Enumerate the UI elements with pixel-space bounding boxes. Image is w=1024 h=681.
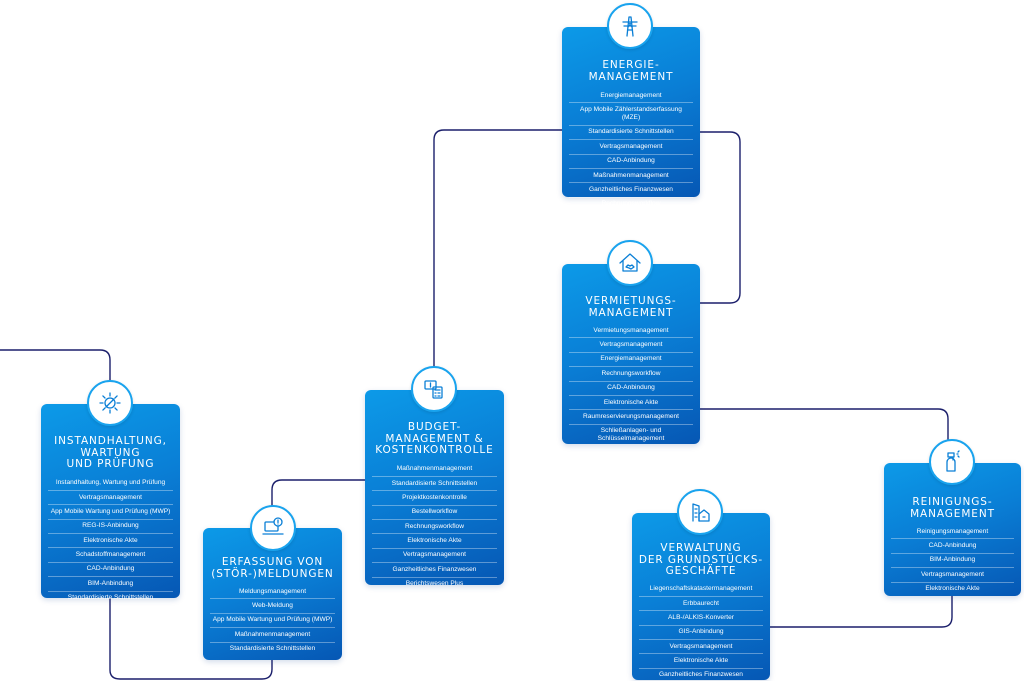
list-item: Erbbaurecht [639,597,763,612]
list-item: Elektronische Akte [569,396,693,411]
list-item: BIM-Anbindung [891,554,1014,569]
list-item: Elektronische Akte [925,585,980,593]
list-item: Energiemanagement [569,353,693,368]
list-item: CAD-Anbindung [569,155,693,169]
card-title: VERMIETUNGS- MANAGEMENT [585,295,677,319]
list-item: Reinigungsmanagement [891,525,1014,540]
list-item: Vertragsmanagement [639,640,763,655]
money-calculator-icon [411,366,457,412]
list-item: Liegenschaftskatastermanagement [639,583,763,597]
list-item: Ganzheitliches Finanzwesen [372,563,497,578]
card-budget: BUDGET- MANAGEMENT & KOSTENKONTROLLE Maß… [365,390,504,587]
card-reinigung: REINIGUNGS- MANAGEMENT Reinigungsmanagem… [884,463,1021,596]
item-list: Reinigungsmanagement CAD-Anbindung BIM-A… [891,525,1014,596]
list-item: GIS-Anbindung [639,626,763,640]
list-item: Schadstoffmanagement [48,548,173,563]
list-item: Web-Meldung [210,599,335,614]
list-item: Rechnungsworkflow [372,520,497,535]
item-list: Liegenschaftskatastermanagement Erbbaure… [639,583,763,681]
list-item: Vertragsmanagement [891,568,1014,583]
list-item: Standardisierte Schnittstellen [372,477,497,492]
card-title: VERWALTUNG DER GRUNDSTÜCKS- GESCHÄFTE [638,542,764,577]
card-title: INSTANDHALTUNG, WARTUNG UND PRÜFUNG [54,435,167,470]
list-item: CAD-Anbindung [569,382,693,396]
list-item: Standardisierte Schnittstellen [569,126,693,141]
list-item: Meldungsmanagement [210,585,335,600]
list-item: Vermietungsmanagement [569,324,693,339]
list-item: BIM-Anbindung [48,577,173,592]
item-list: Energiemanagement App Mobile Zählerstand… [569,89,693,211]
card-title: ERFASSUNG VON (STÖR-)MELDUNGEN [211,556,334,580]
item-list: Instandhaltung, Wartung und Prüfung Vert… [48,477,173,605]
list-item: Rechnungsworkflow [569,367,693,382]
power-tower-icon [607,3,653,49]
card-title: REINIGUNGS- MANAGEMENT [910,496,995,520]
card-instandhaltung: INSTANDHALTUNG, WARTUNG UND PRÜFUNG Inst… [41,404,180,601]
list-item: Vertragsmanagement [569,140,693,155]
spray-bottle-icon [929,439,975,485]
house-handshake-icon [607,240,653,286]
list-item: CAD-Anbindung [891,539,1014,554]
list-item: Instandhaltung, Wartung und Prüfung [48,477,173,491]
list-item: Maßnahmenmanagement [210,628,335,643]
gear-wrench-icon [87,380,133,426]
list-item: Elektronische Akte [48,534,173,549]
list-item: Projektkostenkontrolle [372,491,497,506]
list-item: Maßnahmenmanagement [569,169,693,184]
connector-erfassung-to-budget [271,479,365,528]
list-item: REG-IS-Anbindung [48,520,173,534]
buildings-icon [677,489,723,535]
list-item: Standardisierte Schnittstellen [229,645,316,653]
list-item: Energiemanagement [569,89,693,104]
list-item: Standardisierte Schnittstellen [67,594,154,602]
list-item: Maßnahmenmanagement [372,463,497,477]
list-item: Vertragsmanagement [569,338,693,353]
list-item: Raumreservierungsmanagement [569,410,693,425]
connector-energie-to-vermietung [700,131,741,304]
list-item: CAD-Anbindung [48,563,173,578]
card-title: BUDGET- MANAGEMENT & KOSTENKONTROLLE [375,421,494,456]
item-list: Maßnahmenmanagement Standardisierte Schn… [372,463,497,591]
connector-instandhaltung-to-erfassung [109,598,273,680]
connector-left-edge-to-instandhaltung [0,349,111,404]
card-erfassung: ERFASSUNG VON (STÖR-)MELDUNGEN Meldungsm… [203,528,342,660]
list-item: Ganzheitliches Finanzwesen [659,671,743,679]
list-item: Vertragsmanagement [48,491,173,506]
connector-reinigung-to-verwaltung [770,596,953,628]
list-item: Ganzheitliches Finanzwesen [569,183,693,198]
list-item: App Mobile Wartung und Prüfung (MWP) [210,614,335,629]
list-item: App Mobile Wartung und Prüfung (MWP) [48,505,173,520]
list-item: Berichtswesen Plus [405,580,464,588]
card-title: ENERGIE- MANAGEMENT [588,59,674,83]
list-item: Bestellworkflow [372,506,497,520]
list-item: ALB-/ALKIS-Konverter [639,611,763,626]
list-item: Schließanlagen- und Schlüsselmanagement [597,427,665,443]
item-list: Vermietungsmanagement Vertragsmanagement… [569,324,693,446]
card-vermietung: VERMIETUNGS- MANAGEMENT Vermietungsmanag… [562,264,700,444]
card-energie: ENERGIE- MANAGEMENT Energiemanagement Ap… [562,27,700,207]
list-item: Rechnungsworkflow [601,200,661,208]
connector-vermietung-to-reinigung [700,408,949,440]
laptop-alert-icon [250,505,296,551]
list-item: App Mobile Zählerstandserfassung (MZE) [569,103,693,126]
list-item: Elektronische Akte [372,534,497,549]
card-verwaltung: VERWALTUNG DER GRUNDSTÜCKS- GESCHÄFTE Li… [632,513,770,680]
item-list: Meldungsmanagement Web-Meldung App Mobil… [210,585,335,656]
list-item: Elektronische Akte [639,654,763,669]
list-item: Vertragsmanagement [372,549,497,564]
connector-budget-to-energie [433,129,562,390]
